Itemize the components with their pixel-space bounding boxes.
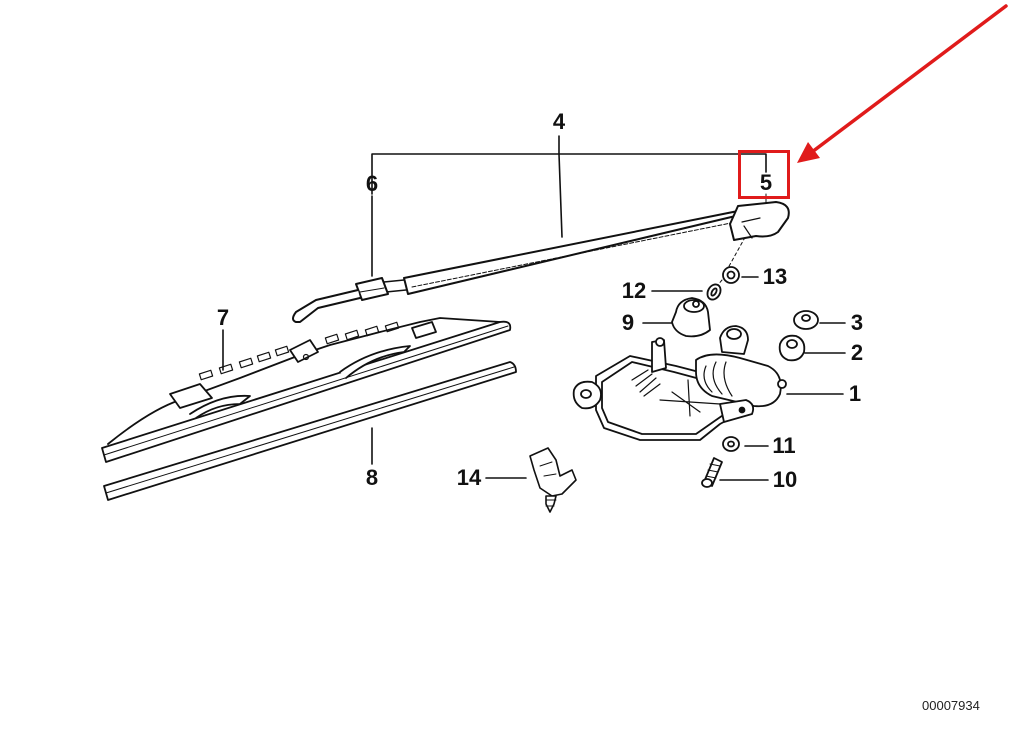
callout-5: 5 xyxy=(759,170,773,195)
callout-8: 8 xyxy=(365,465,379,490)
diagram-number: 00007934 xyxy=(922,698,980,713)
wiper-arm xyxy=(292,201,790,323)
callout-9: 9 xyxy=(621,310,635,335)
callout-13: 13 xyxy=(762,264,788,289)
callout-12: 12 xyxy=(621,278,647,303)
callout-2: 2 xyxy=(850,340,864,365)
bolt-and-washer xyxy=(701,436,740,488)
callout-6: 6 xyxy=(365,171,379,196)
callout-14: 14 xyxy=(456,465,482,490)
nut-and-washer xyxy=(706,266,740,301)
wiper-motor xyxy=(572,325,787,441)
clip xyxy=(529,447,577,513)
callout-3: 3 xyxy=(850,310,864,335)
wiper-blade xyxy=(101,317,512,463)
callout-11: 11 xyxy=(772,433,796,458)
red-arrow-annotation xyxy=(797,4,1008,163)
callout-7: 7 xyxy=(216,305,230,330)
callout-1: 1 xyxy=(848,381,862,406)
highlight-box-part-5 xyxy=(738,150,790,199)
rubber-grommet xyxy=(671,297,711,338)
leader-lines xyxy=(222,135,846,481)
rubber-mounts xyxy=(778,310,819,362)
callout-4: 4 xyxy=(552,109,566,134)
callout-10: 10 xyxy=(772,467,798,492)
wiper-blade-insert xyxy=(103,361,517,501)
